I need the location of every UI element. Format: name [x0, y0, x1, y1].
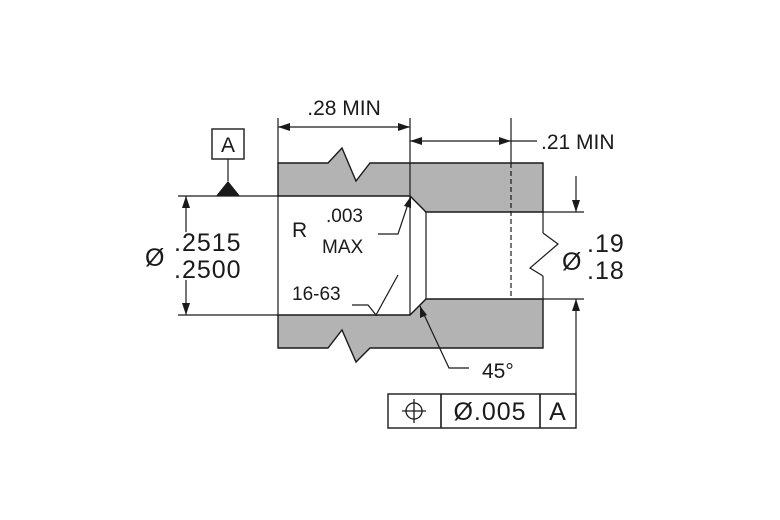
- feature-control-frame: Ø.005 A: [387, 393, 577, 429]
- datum-box: [211, 128, 245, 160]
- datum-triangle-icon: [216, 181, 240, 196]
- counterbore-depth-label: .28 MIN: [307, 97, 381, 120]
- radius-prefix: R: [292, 219, 307, 242]
- fcf-tolerance: Ø.005: [453, 398, 526, 426]
- bore-depth-label: .21 MIN: [541, 131, 615, 154]
- chamfer-leader: [419, 305, 469, 369]
- lower-wall-section: [277, 298, 544, 364]
- od-arrow-top-icon: [182, 196, 190, 208]
- radius-arrow-icon: [404, 196, 411, 208]
- bore-break-line: [528, 232, 559, 277]
- bore-arrow-right-icon: [499, 137, 511, 145]
- radius-value: .003: [326, 206, 363, 227]
- surface-finish-label: 16-63: [292, 284, 341, 305]
- chamfer-angle-label: 45°: [482, 360, 514, 383]
- chamfer-arrow-icon: [420, 306, 427, 318]
- depth-arrow-left-icon: [278, 123, 290, 131]
- radius-leader: [378, 197, 411, 235]
- position-icon: [402, 399, 426, 423]
- depth-arrow-right-icon: [398, 123, 410, 131]
- od-dia-symbol: Ø: [145, 244, 165, 272]
- id-dia-upper: .19: [587, 230, 625, 258]
- fcf-datum: A: [549, 398, 567, 426]
- od-arrow-bottom-icon: [182, 303, 190, 315]
- id-dia-symbol: Ø: [562, 248, 582, 276]
- od-dia-upper: .2515: [174, 229, 242, 257]
- surface-finish-symbol-icon: [352, 274, 399, 317]
- id-arrow-top-icon: [572, 200, 580, 212]
- id-dia-lower: .18: [587, 257, 625, 285]
- bore-arrow-left-icon: [410, 137, 422, 145]
- datum-letter: A: [221, 134, 235, 157]
- radius-qualifier: MAX: [322, 237, 364, 258]
- od-dia-lower: .2500: [174, 256, 242, 284]
